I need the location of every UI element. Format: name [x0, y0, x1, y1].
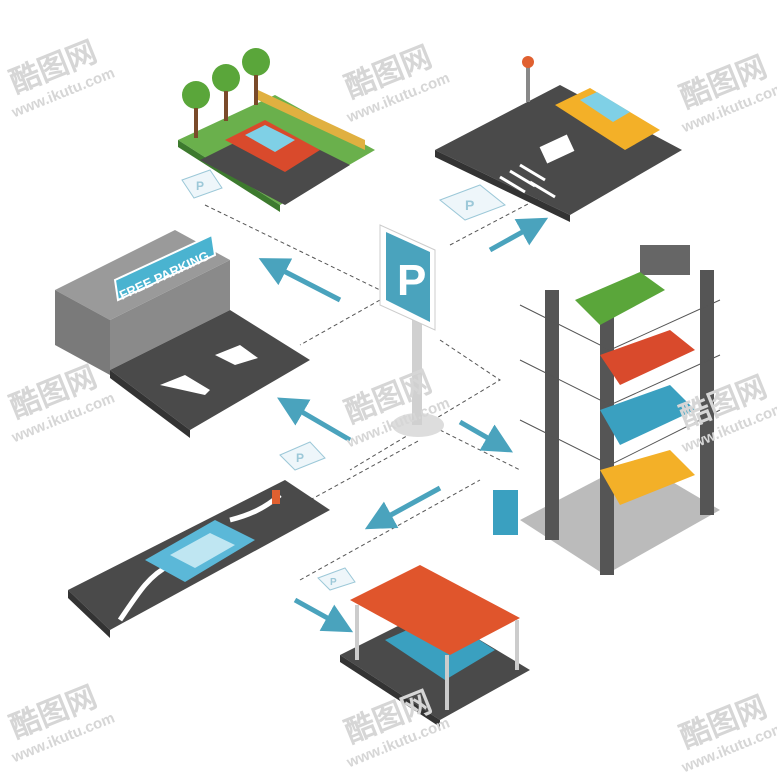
tower-cars — [575, 272, 695, 505]
sign-letter: P — [397, 256, 426, 305]
flow-arrows — [258, 217, 549, 633]
blue-car — [145, 520, 255, 582]
yellow-car — [555, 88, 660, 150]
sign-letter: P — [196, 179, 204, 193]
automated-parking-tower — [493, 245, 721, 575]
trees — [182, 48, 270, 109]
small-sign-tr: P — [439, 184, 506, 221]
red-car — [225, 120, 320, 172]
free-parking-garage: FREE PARKING — [55, 230, 310, 438]
sign-letter: P — [465, 197, 474, 213]
small-sign-tl: P — [181, 169, 223, 199]
sign-letter: P — [296, 451, 304, 465]
sign-letter: P — [330, 577, 337, 588]
ev-charging-road — [68, 480, 330, 638]
small-sign-bl: P — [279, 441, 326, 471]
small-sign-bc: P — [317, 567, 356, 591]
center-parking-sign: P — [379, 224, 444, 437]
covered-carport — [340, 565, 530, 727]
accessible-parking-lot — [435, 56, 682, 222]
green-parking-lot — [178, 48, 375, 212]
